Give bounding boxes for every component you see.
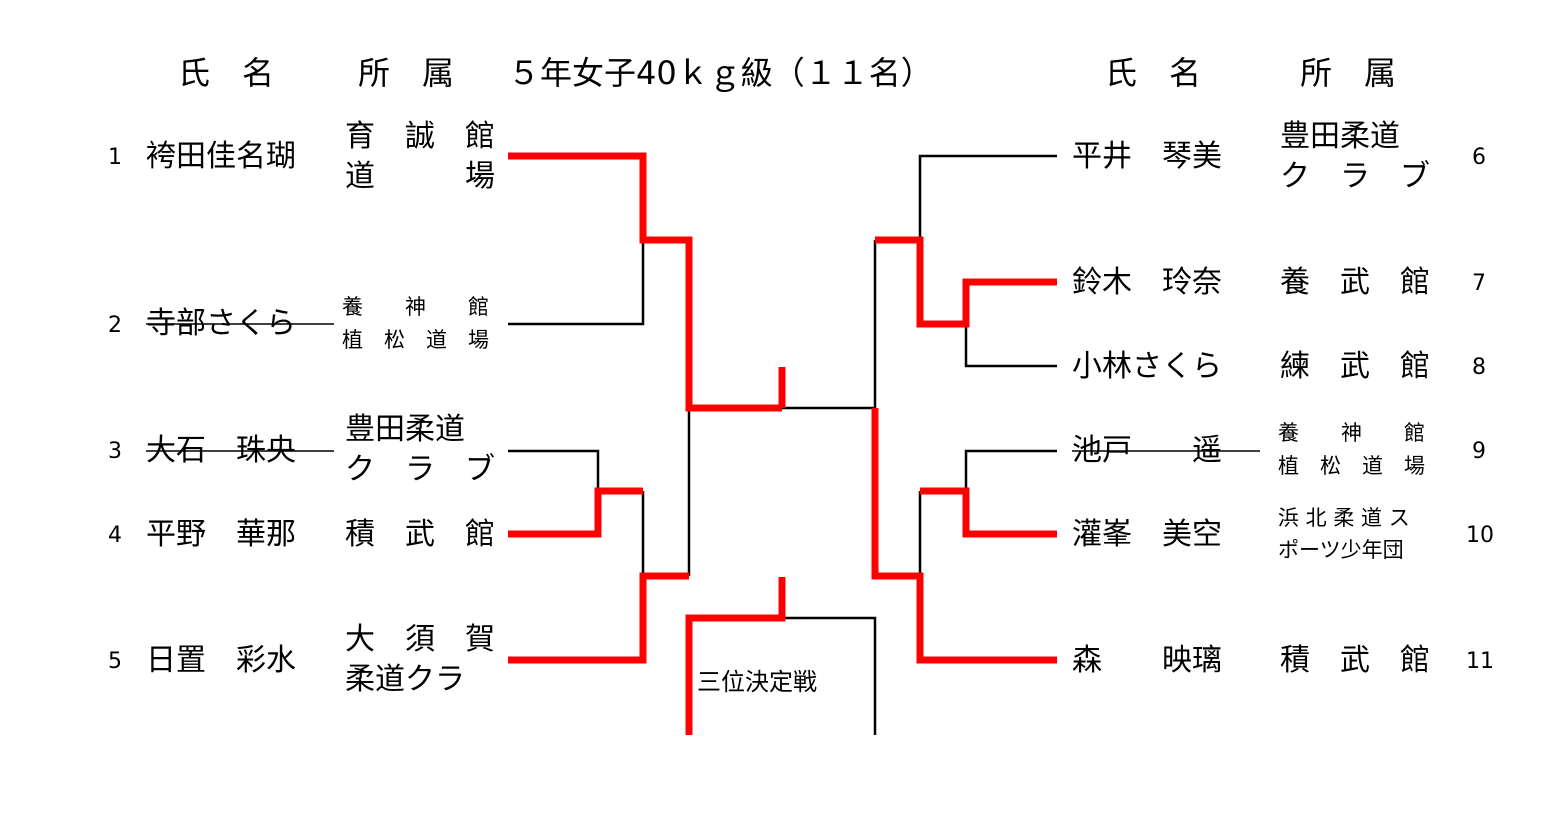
club-name: 植 松 道 場 bbox=[1278, 454, 1425, 478]
club-name: 浜 北 柔 道 ス bbox=[1278, 506, 1410, 530]
club-name: 豊田柔道 bbox=[345, 412, 465, 447]
player-name: 森 映璃 bbox=[1072, 643, 1222, 678]
entry-number: 11 bbox=[1466, 649, 1494, 674]
bracket-line bbox=[782, 616, 877, 735]
player-name: 鈴木 玲奈 bbox=[1072, 265, 1222, 300]
club-name: ク ラ ブ bbox=[345, 452, 495, 487]
club-name: 植 松 道 場 bbox=[342, 328, 489, 352]
winner-line bbox=[920, 487, 1057, 538]
club-name: 豊田柔道 bbox=[1280, 119, 1400, 154]
header-name-right: 氏 名 bbox=[1105, 54, 1202, 92]
club-name: 道 場 bbox=[345, 159, 495, 194]
player-name: 袴田佳名瑚 bbox=[146, 139, 296, 174]
winner-line bbox=[871, 408, 1057, 664]
bracket-line bbox=[918, 154, 1057, 240]
entry-number: 2 bbox=[108, 313, 122, 338]
entry-number: 3 bbox=[108, 439, 122, 464]
bracket-line bbox=[964, 449, 1057, 491]
bracket-line bbox=[964, 324, 1057, 368]
club-name: ポーツ少年団 bbox=[1278, 538, 1404, 562]
header-name-left: 氏 名 bbox=[178, 54, 275, 92]
third-place-label: 三位決定戦 bbox=[697, 668, 817, 696]
entry-number: 8 bbox=[1472, 355, 1486, 380]
tournament-title: ５年女子40ｋｇ級（１１名） bbox=[508, 54, 933, 92]
bracket-line bbox=[508, 449, 600, 491]
winner-line bbox=[685, 577, 786, 735]
player-name: 平野 華那 bbox=[146, 517, 296, 552]
entry-number: 5 bbox=[108, 649, 122, 674]
club-name: 養 神 館 bbox=[342, 295, 489, 319]
player-name: 日置 彩水 bbox=[146, 643, 296, 678]
club-name: 積 武 館 bbox=[1280, 643, 1430, 678]
winner-line bbox=[508, 572, 689, 664]
entry-number: 7 bbox=[1472, 271, 1486, 296]
entry-number: 10 bbox=[1466, 523, 1494, 548]
club-name: 積 武 館 bbox=[345, 517, 495, 552]
winner-line bbox=[508, 487, 643, 538]
club-name: 大 須 賀 bbox=[345, 622, 495, 657]
entry-number: 1 bbox=[108, 145, 122, 170]
entry-number: 4 bbox=[108, 523, 122, 548]
player-name: 灌峯 美空 bbox=[1072, 517, 1222, 552]
bracket-line bbox=[508, 240, 645, 326]
header-club-left: 所 属 bbox=[358, 54, 455, 92]
winner-line bbox=[508, 152, 782, 412]
club-name: 養 神 館 bbox=[1278, 421, 1425, 445]
club-name: 練 武 館 bbox=[1280, 349, 1430, 384]
entry-number: 6 bbox=[1472, 145, 1486, 170]
winner-line bbox=[875, 236, 1057, 328]
club-name: 養 武 館 bbox=[1280, 265, 1430, 300]
header-club-right: 所 属 bbox=[1300, 54, 1397, 92]
entry-number: 9 bbox=[1472, 439, 1486, 464]
club-name: 育 誠 館 bbox=[345, 119, 495, 154]
player-name: 平井 琴美 bbox=[1072, 139, 1222, 174]
club-name: 柔道クラ bbox=[345, 662, 465, 697]
player-name: 小林さくら bbox=[1072, 349, 1222, 384]
club-name: ク ラ ブ bbox=[1280, 159, 1430, 194]
